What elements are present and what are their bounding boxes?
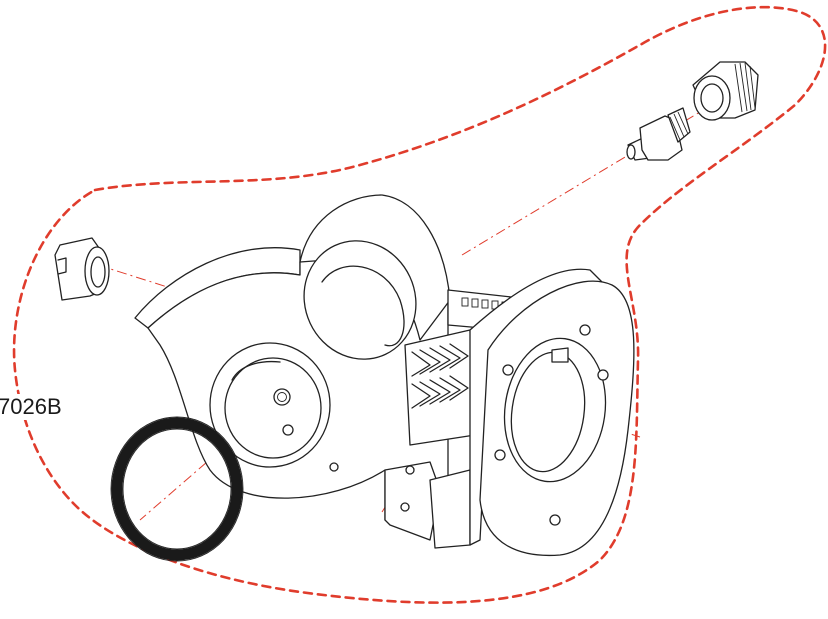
face-hole-left [502,364,514,376]
gasket-ring [110,416,244,562]
part-number-label: 7026B [0,394,64,420]
bracket-hole-a [405,465,415,475]
centerline-upper [461,111,701,256]
face-hole-bottom [494,449,506,461]
face-hole-right [597,369,609,381]
face-hole-low [549,514,561,526]
fitting-thread-lines [669,111,689,141]
nut-knurl [734,62,756,113]
face-hole-top [579,324,591,336]
gasket-inner-edge [122,428,232,550]
gasket-outer [111,417,243,561]
fitting-assembly [626,61,759,161]
threaded-hole-inner [277,392,287,402]
small-bushing [54,237,110,301]
assembly-boundary [12,5,827,604]
nut-face [693,75,731,121]
side-hole-a [282,424,294,436]
side-recess-inner [224,357,322,459]
top-boss-bore [303,240,417,360]
bushing-slot [57,257,67,275]
fin-block [404,329,476,446]
bushing-bore [90,256,106,288]
threaded-hole [273,388,291,406]
face-plate-bore [503,337,607,483]
nut-bore [700,83,724,113]
lower-bracket-tab [384,461,441,541]
fin-lines [411,343,469,409]
fitting-stem-tip [626,144,636,160]
face-plate-key [551,347,569,363]
face-plate [469,268,635,557]
fitting-hex [639,115,683,161]
gasket-outer-edge [110,416,244,562]
side-hole-b [329,462,339,472]
bracket-hole-b [400,502,410,512]
housing-lower-step [429,469,471,549]
top-boss-bore-inner [321,265,405,347]
side-recess-lip [231,360,281,381]
